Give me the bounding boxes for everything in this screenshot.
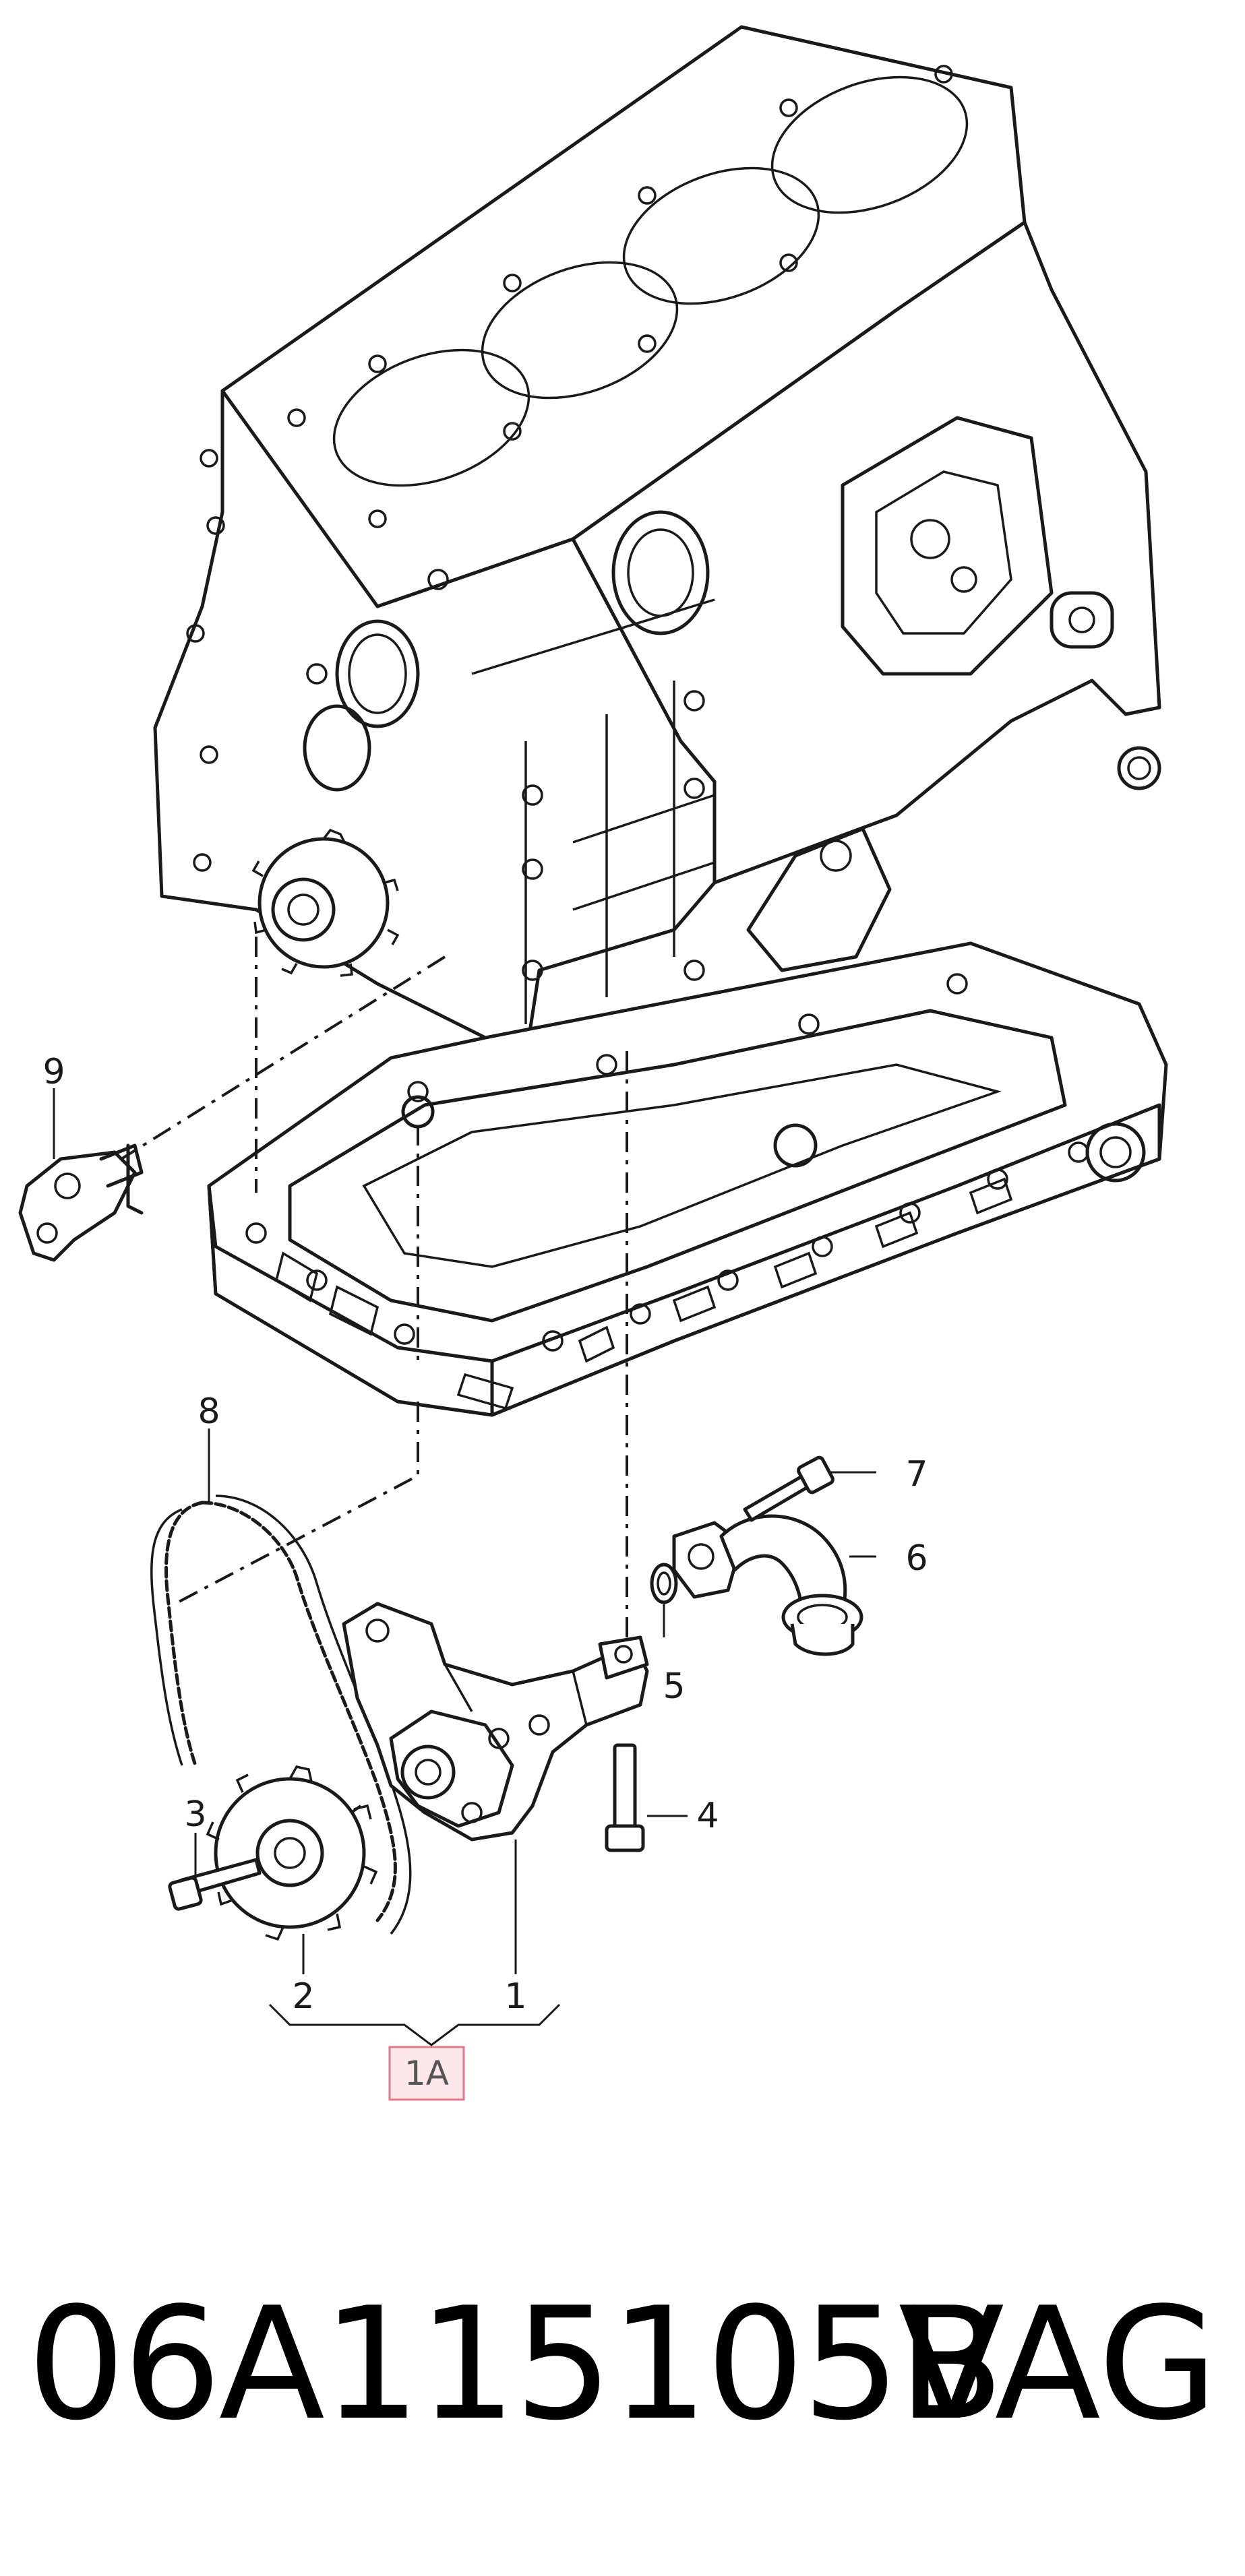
brand-name: VAG <box>898 2275 1218 2455</box>
callout-2: 2 <box>292 1976 314 2017</box>
part-2-oil-pump-sprocket <box>206 1765 378 1941</box>
part-number-footer: 06A115105B VAG <box>0 2264 1245 2466</box>
part-5-o-ring <box>650 1563 678 1604</box>
callout-8: 8 <box>198 1391 220 1432</box>
callout-1: 1 <box>504 1976 526 2017</box>
lower-crankcase-frame <box>207 941 1168 1417</box>
callout-4: 4 <box>696 1796 719 1836</box>
callout-9: 9 <box>42 1052 65 1092</box>
callout-7: 7 <box>905 1454 928 1495</box>
callout-3: 3 <box>184 1794 206 1835</box>
assembly-label-text: 1A <box>404 2054 449 2093</box>
crankshaft-sprocket <box>251 828 400 977</box>
part-1-oil-pump <box>342 1602 649 1842</box>
callout-5: 5 <box>663 1666 685 1707</box>
part-3-sprocket-bolt <box>168 1858 262 1911</box>
part-7-pickup-bolt <box>743 1455 834 1522</box>
assembly-label-box <box>388 2046 465 2101</box>
part-6-oil-pickup-tube <box>672 1514 863 1656</box>
assembly-label-1a: 1A <box>388 2046 465 2101</box>
part-number: 06A115105B <box>27 2275 1004 2455</box>
leader-lines <box>53 1088 876 2046</box>
part-4-pump-bolt <box>605 1743 645 1852</box>
callout-labels: 9 8 3 2 1 4 5 6 7 <box>42 1052 928 2017</box>
part-9-chain-tensioner <box>18 1143 144 1262</box>
callout-6: 6 <box>905 1538 928 1579</box>
